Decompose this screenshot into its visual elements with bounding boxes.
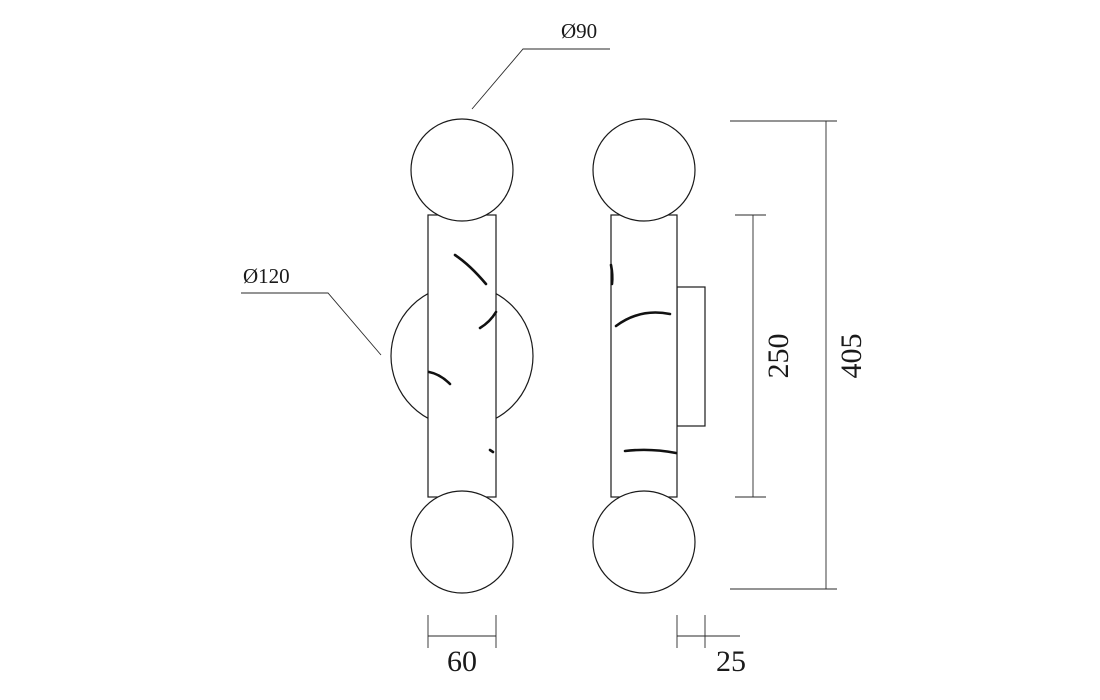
front-view — [390, 118, 534, 594]
backplate-diameter-callout: Ø120 — [241, 264, 382, 356]
total-height-dimension: 405 — [730, 120, 868, 590]
body-width-dimension: 60 — [427, 615, 497, 678]
marble-vein — [614, 311, 672, 328]
marble-vein — [488, 448, 495, 454]
leader-line — [471, 48, 610, 110]
body-width-label: 60 — [447, 645, 477, 678]
front-body — [427, 214, 497, 498]
backplate-diameter-label: Ø120 — [243, 264, 290, 288]
marble-vein — [609, 263, 614, 286]
side-view — [592, 118, 706, 594]
globe-diameter-label: Ø90 — [561, 19, 597, 43]
backplate-side — [676, 286, 706, 427]
side-top-globe — [592, 118, 696, 222]
body-height-label: 250 — [762, 334, 795, 379]
globe-diameter-callout: Ø90 — [471, 19, 610, 110]
marble-vein — [623, 448, 678, 455]
side-bottom-globe — [592, 490, 696, 594]
total-height-label: 405 — [835, 334, 868, 379]
marble-vein — [478, 310, 498, 330]
leader-line — [241, 292, 382, 356]
marble-vein — [453, 253, 488, 286]
backplate-depth-dimension: 25 — [676, 615, 746, 678]
front-top-globe — [410, 118, 514, 222]
marble-vein — [427, 370, 452, 386]
body-height-dimension: 250 — [735, 214, 795, 498]
front-bottom-globe — [410, 490, 514, 594]
backplate-depth-label: 25 — [716, 645, 746, 678]
side-body — [610, 214, 678, 498]
